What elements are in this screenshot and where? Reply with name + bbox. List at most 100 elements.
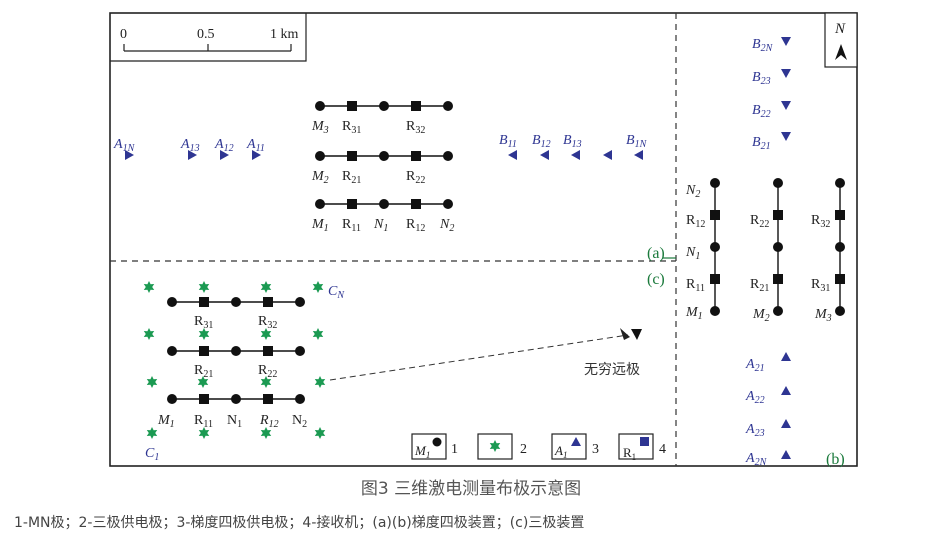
triangle-right-icon: [252, 150, 261, 160]
triangle-left-icon: [571, 150, 580, 160]
svg-text:R32: R32: [258, 314, 277, 331]
svg-text:B11: B11: [499, 133, 517, 150]
receiver-square: [773, 274, 783, 284]
scale-bar: 0 0.5 1 km: [110, 13, 307, 62]
electrode-label-a1n: A1N: [113, 137, 136, 154]
star-icon: [143, 281, 155, 293]
svg-text:A2N: A2N: [745, 451, 768, 468]
scale-tick-1km: 1 km: [270, 27, 299, 42]
panel-b-B-electrodes: B2N B23 B22 B21: [752, 37, 791, 152]
svg-text:N1: N1: [685, 245, 700, 262]
svg-text:A23: A23: [745, 422, 765, 439]
star-icon: [312, 328, 324, 340]
north-arrow: N: [824, 12, 858, 68]
svg-text:N1: N1: [227, 413, 242, 430]
electrode-label-a22: A22: [745, 389, 765, 406]
scale-tick-0: 0: [120, 27, 127, 42]
electrode-label-b22: B22: [752, 103, 771, 120]
panel-a-line-2: M2 R21 R22: [311, 151, 453, 186]
svg-text:A12: A12: [214, 137, 234, 154]
label-b-m3: M3: [814, 307, 832, 324]
electrode-label-a23: A23: [745, 422, 765, 439]
svg-text:N2: N2: [439, 217, 454, 234]
label-c-r21: R21: [194, 363, 213, 380]
label-b-m1: M1: [685, 305, 703, 322]
electrode-dot: [231, 346, 241, 356]
legend-item-1: M1 1: [411, 433, 458, 460]
label-b-n2: N2: [685, 183, 700, 200]
electrode-dot: [315, 151, 325, 161]
electrode-dot: [773, 306, 783, 316]
label-r31: R31: [342, 119, 361, 136]
label-m2: M2: [311, 169, 329, 186]
star-icon: [146, 427, 158, 439]
svg-text:N1: N1: [373, 217, 388, 234]
receiver-square: [411, 151, 421, 161]
triangle-down-icon: [781, 69, 791, 78]
triangle-right-icon: [220, 150, 229, 160]
panel-b-col-3: R32 R31 M3: [811, 178, 845, 324]
label-b-m2: M2: [752, 307, 770, 324]
star-icon: [198, 281, 210, 293]
receiver-square: [411, 101, 421, 111]
electrode-dot: [295, 394, 305, 404]
star-icon: [314, 427, 326, 439]
svg-text:M1: M1: [311, 217, 329, 234]
label-b-r22: R22: [750, 213, 769, 230]
svg-text:A22: A22: [745, 389, 765, 406]
svg-text:A1: A1: [554, 443, 567, 460]
panel-c-line-1: M1 R11 N1 R12 N2: [157, 394, 307, 430]
svg-text:M3: M3: [814, 307, 832, 324]
svg-text:R11: R11: [686, 277, 705, 294]
legend-item-4: R1 4: [618, 433, 666, 462]
label-m3: M3: [311, 119, 329, 136]
receiver-square: [263, 297, 273, 307]
svg-text:B2N: B2N: [752, 37, 774, 54]
svg-text:CN: CN: [328, 284, 345, 301]
electrode-dot-icon: [432, 437, 442, 447]
svg-text:4: 4: [659, 442, 666, 457]
svg-text:R22: R22: [750, 213, 769, 230]
svg-text:R21: R21: [194, 363, 213, 380]
receiver-square: [263, 394, 273, 404]
infinity-dashed-line: [329, 334, 629, 381]
svg-text:2: 2: [520, 442, 527, 457]
electrode-dot: [773, 242, 783, 252]
svg-text:M2: M2: [752, 307, 770, 324]
north-label: N: [834, 21, 846, 37]
star-icon: [312, 281, 324, 293]
svg-text:R21: R21: [342, 169, 361, 186]
electrode-dot: [315, 199, 325, 209]
triangle-up-icon: [781, 352, 791, 361]
triangle-down-icon: [781, 101, 791, 110]
triangle-up-icon: [781, 419, 791, 428]
electrode-dot: [710, 306, 720, 316]
panel-a-line-1: M1 R11 N1 R12 N2: [311, 199, 454, 234]
electrode-dot: [167, 297, 177, 307]
receiver-square: [710, 210, 720, 220]
panel-b-col-1: N2 R12 N1 R11 M1: [685, 178, 720, 322]
panel-a-line-3: M3 R31 R32: [311, 101, 453, 136]
label-b-r32: R32: [811, 213, 830, 230]
electrode-label-b12: B12: [532, 133, 551, 150]
electrode-label-a11: A11: [246, 137, 265, 154]
electrode-dot: [835, 306, 845, 316]
triangle-left-icon: [634, 150, 643, 160]
receiver-square: [199, 346, 209, 356]
receiver-square: [199, 394, 209, 404]
svg-text:B13: B13: [563, 133, 582, 150]
triangle-up-icon: [781, 450, 791, 459]
label-c-n1: N1: [227, 413, 242, 430]
triangle-up-icon: [781, 386, 791, 395]
svg-text:3: 3: [592, 442, 599, 457]
svg-text:B12: B12: [532, 133, 551, 150]
svg-text:1: 1: [451, 442, 458, 457]
electrode-dot: [443, 101, 453, 111]
label-n2: N2: [439, 217, 454, 234]
svg-text:R12: R12: [686, 213, 705, 230]
receiver-square: [411, 199, 421, 209]
svg-text:M1: M1: [414, 443, 430, 460]
receiver-square: [263, 346, 273, 356]
svg-text:B21: B21: [752, 135, 771, 152]
label-b-r21: R21: [750, 277, 769, 294]
